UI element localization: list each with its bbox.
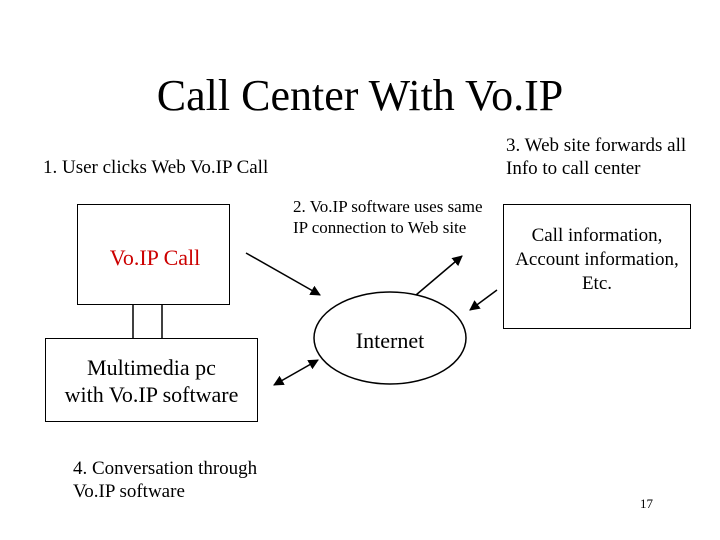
step-3-label: 3. Web site forwards all Info to call ce… xyxy=(506,134,686,180)
voip-call-label: Vo.IP Call xyxy=(109,245,201,270)
call-center-label: Call information, Account information, E… xyxy=(503,224,691,296)
step-4-line-2: Vo.IP software xyxy=(73,481,185,502)
internet-cloud-shape xyxy=(313,291,467,385)
slide-title: Call Center With Vo.IP xyxy=(156,71,564,120)
arrow-voip-to-internet xyxy=(245,252,321,296)
step-3-line-2: Info to call center xyxy=(506,158,641,179)
arrow-pc-to-internet xyxy=(273,359,319,386)
page-number: 17 xyxy=(640,496,653,511)
call-center-line-2: Account information, xyxy=(515,249,679,270)
step-4-label: 4. Conversation through Vo.IP software xyxy=(73,457,257,503)
step-1-label: 1. User clicks Web Vo.IP Call xyxy=(43,157,269,178)
step-2-line-2: IP connection to Web site xyxy=(293,218,467,237)
arrow-internet-to-callcenter xyxy=(415,255,463,296)
step-2-label: 2. Vo.IP software uses same IP connectio… xyxy=(293,196,483,238)
multimedia-pc-box xyxy=(45,338,258,422)
call-center-line-1: Call information, xyxy=(531,225,663,246)
arrow-callcenter-to-internet xyxy=(469,289,498,311)
step-4-line-1: 4. Conversation through xyxy=(73,458,258,479)
internet-label: Internet xyxy=(355,328,425,353)
call-center-line-3: Etc. xyxy=(581,273,613,294)
multimedia-pc-line-1: Multimedia pc xyxy=(87,355,216,380)
multimedia-pc-label: Multimedia pc with Vo.IP software xyxy=(45,354,258,408)
step-3-line-1: 3. Web site forwards all xyxy=(506,135,687,156)
voip-call-monitor xyxy=(77,204,230,305)
call-center-box xyxy=(503,204,691,329)
multimedia-pc-line-2: with Vo.IP software xyxy=(64,382,239,407)
step-2-line-1: 2. Vo.IP software uses same xyxy=(293,197,483,216)
